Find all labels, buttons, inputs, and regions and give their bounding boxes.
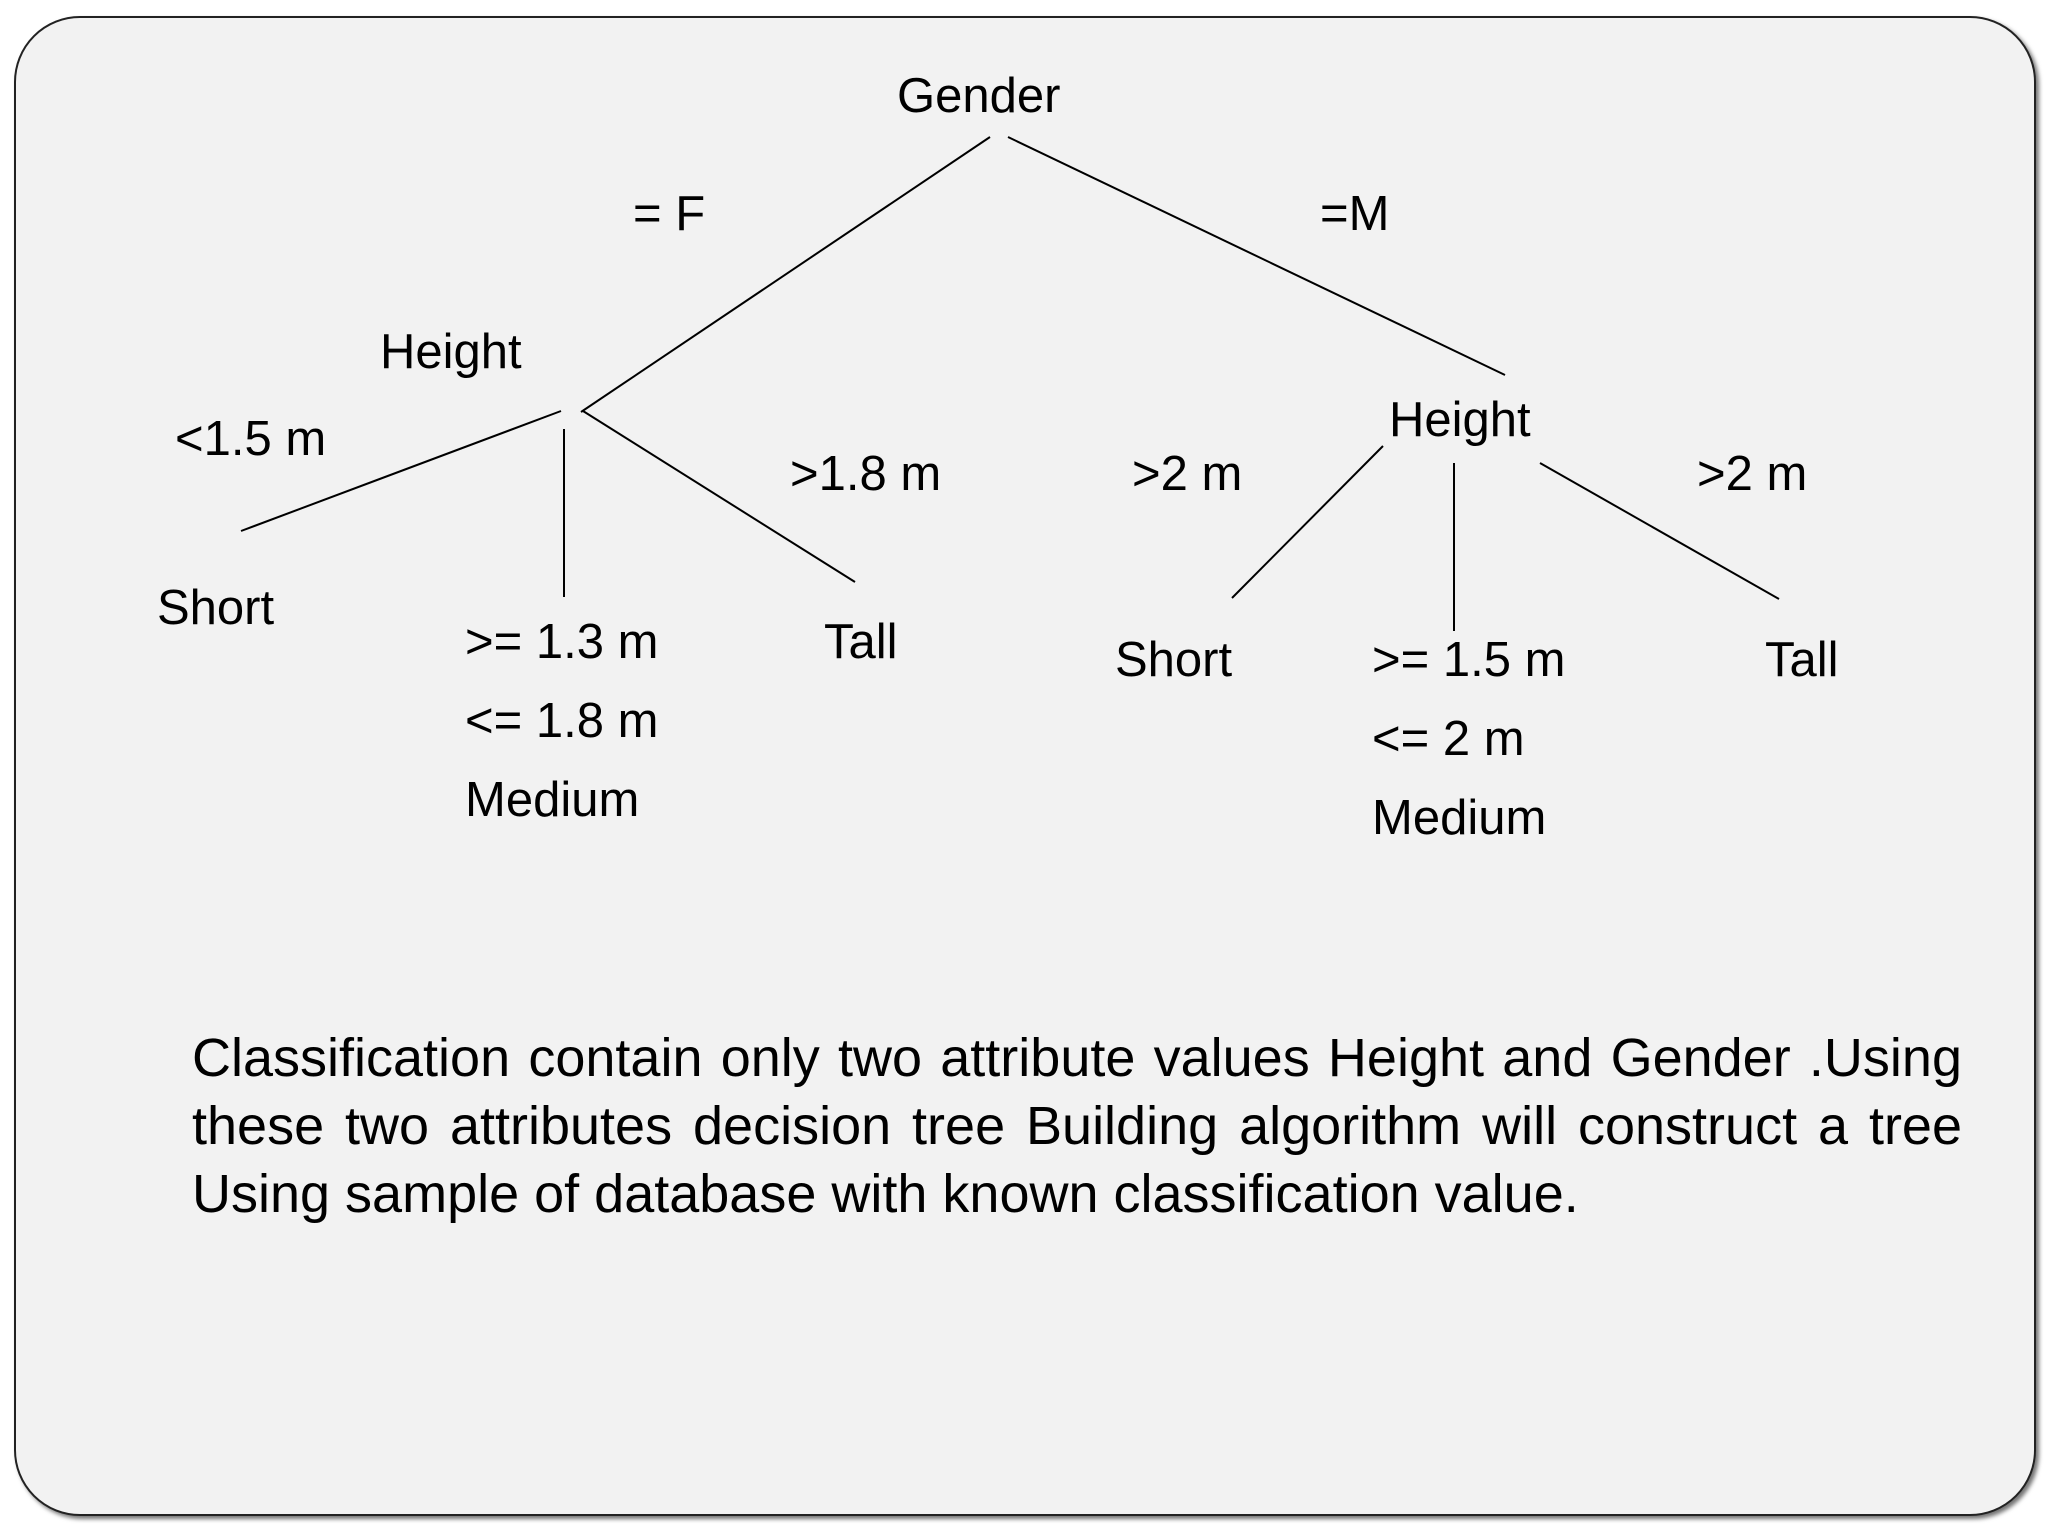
- leaf-left-medium: Medium: [465, 773, 640, 827]
- leaf-right-medium: Medium: [1372, 791, 1547, 845]
- leaf-right-medium-range-max: <= 2 m: [1372, 712, 1525, 766]
- leaf-left-medium-range-min: >= 1.3 m: [465, 615, 659, 669]
- edge-gender-to-right-height: [1007, 136, 1506, 376]
- edge-left-height-to-tall: [582, 410, 856, 583]
- node-gender: Gender: [897, 69, 1061, 123]
- edge-left-height-to-short: [240, 410, 562, 532]
- description-paragraph: Classification contain only two attribut…: [192, 1028, 1962, 1224]
- branch-label-female: = F: [633, 187, 706, 241]
- branch-label-left-low: <1.5 m: [175, 412, 327, 466]
- leaf-right-medium-range-min: >= 1.5 m: [1372, 633, 1566, 687]
- branch-label-right-low: >2 m: [1132, 447, 1243, 501]
- edge-gender-to-left-height: [580, 136, 991, 413]
- leaf-right-short: Short: [1115, 633, 1233, 687]
- branch-label-left-high: >1.8 m: [790, 447, 942, 501]
- edge-right-height-to-short: [1231, 445, 1384, 599]
- leaf-left-short: Short: [157, 581, 275, 635]
- node-height-left: Height: [380, 325, 522, 379]
- leaf-left-tall: Tall: [824, 615, 898, 669]
- leaf-right-tall: Tall: [1765, 633, 1839, 687]
- node-height-right: Height: [1389, 393, 1531, 447]
- leaf-left-medium-range-max: <= 1.8 m: [465, 694, 659, 748]
- slide-frame: [14, 16, 2036, 1516]
- edge-right-height-to-tall: [1539, 462, 1780, 600]
- branch-label-male: =M: [1320, 187, 1390, 241]
- branch-label-right-high: >2 m: [1697, 447, 1808, 501]
